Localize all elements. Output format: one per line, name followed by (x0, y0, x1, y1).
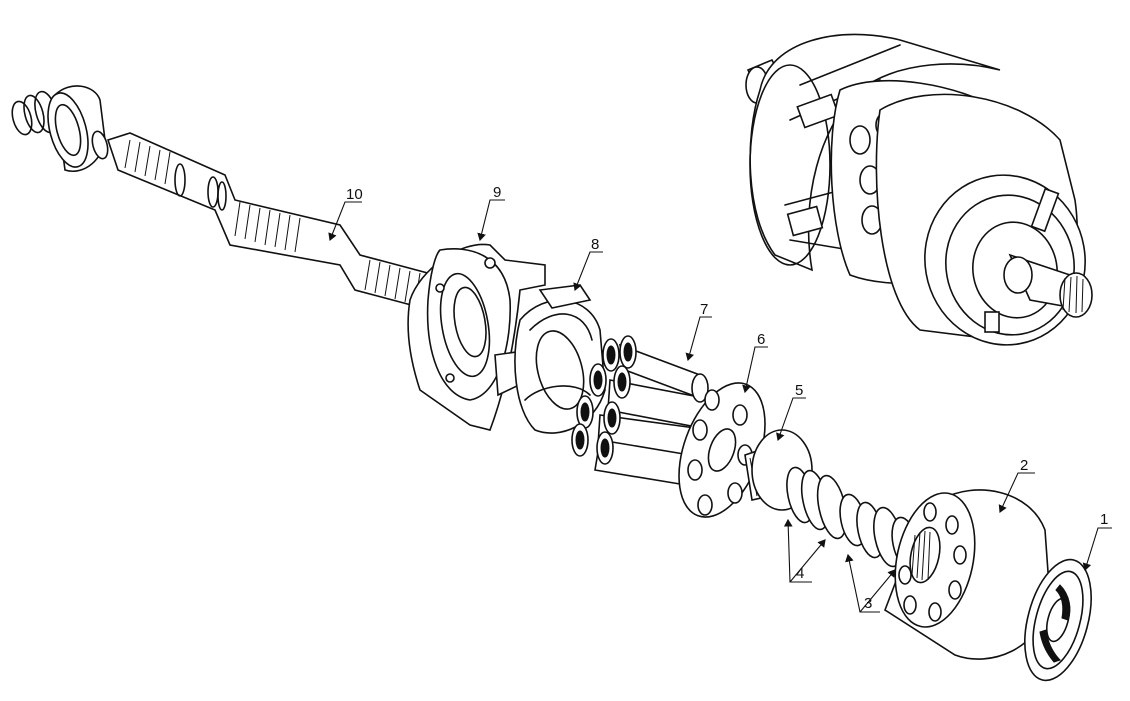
part-9-housing-flange (407, 243, 546, 431)
callout-label-9: 9 (493, 184, 501, 201)
callout-label-5: 5 (795, 382, 803, 399)
callout-labels: 1 2 3 4 5 6 7 8 9 10 (346, 184, 1108, 612)
callout-leaders (328, 199, 1112, 613)
callout-label-8: 8 (591, 236, 599, 253)
callout-label-4: 4 (796, 565, 804, 582)
part-1-valve-plate (1024, 558, 1092, 682)
part-4-washers (786, 466, 848, 540)
callout-label-6: 6 (757, 331, 765, 348)
assembled-motor (745, 33, 1093, 346)
callout-label-10: 10 (346, 186, 363, 203)
callout-label-3: 3 (864, 595, 872, 612)
callout-label-7: 7 (700, 301, 708, 318)
callout-label-1: 1 (1100, 511, 1108, 528)
callout-label-2: 2 (1020, 457, 1028, 474)
part-10-drive-shaft (11, 85, 436, 312)
part-2-cylinder-block (884, 489, 1051, 660)
